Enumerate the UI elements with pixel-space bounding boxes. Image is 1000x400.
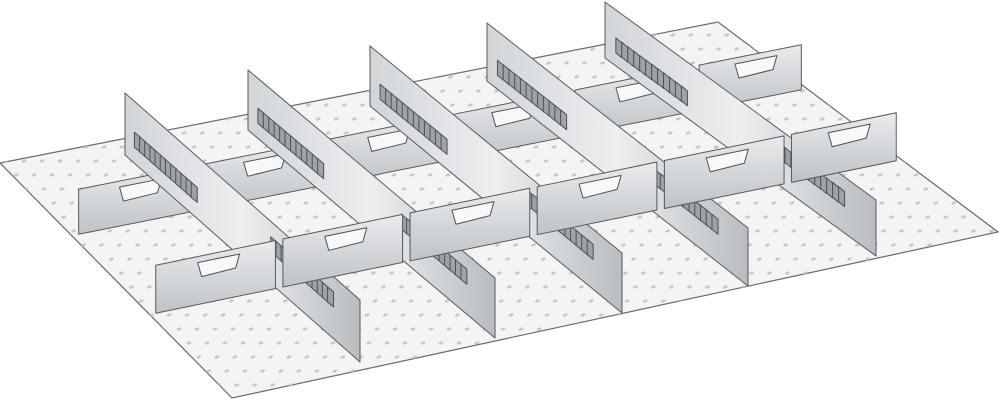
- slot-comb-tooth: [440, 133, 448, 155]
- label-holder-tab: [734, 55, 778, 79]
- slot-comb-tooth: [711, 213, 719, 235]
- label-holder-tab: [243, 153, 287, 177]
- long-divider-4: [486, 22, 749, 287]
- label-holder-tab: [827, 123, 871, 148]
- slot-comb-tooth: [317, 158, 325, 180]
- label-holder-tab: [367, 128, 411, 152]
- label-holder-tab: [197, 253, 241, 278]
- label-holder-tab: [705, 148, 749, 173]
- slot-comb-tooth: [460, 263, 468, 285]
- slot-comb-tooth: [190, 181, 198, 203]
- cross-divider: [409, 187, 531, 262]
- cross-divider: [155, 240, 276, 314]
- label-holder-tab: [324, 227, 368, 251]
- long-divider-5: [604, 1, 877, 257]
- slot-comb-tooth: [560, 109, 568, 131]
- dividers-group: [78, 1, 897, 363]
- slot-comb-tooth: [838, 186, 846, 208]
- slot-comb-tooth: [586, 238, 594, 260]
- long-divider-3: [369, 45, 623, 314]
- long-divider-2: [247, 69, 496, 339]
- cross-divider: [791, 112, 897, 183]
- long-divider-1: [124, 92, 361, 363]
- slot-comb-tooth: [327, 286, 335, 308]
- cross-divider: [663, 135, 785, 210]
- slot-comb-tooth: [680, 85, 688, 107]
- cross-divider: [536, 161, 658, 236]
- cross-divider: [282, 213, 404, 288]
- label-holder-tab: [451, 201, 495, 225]
- label-holder-tab: [119, 178, 163, 202]
- label-holder-tab: [578, 174, 622, 199]
